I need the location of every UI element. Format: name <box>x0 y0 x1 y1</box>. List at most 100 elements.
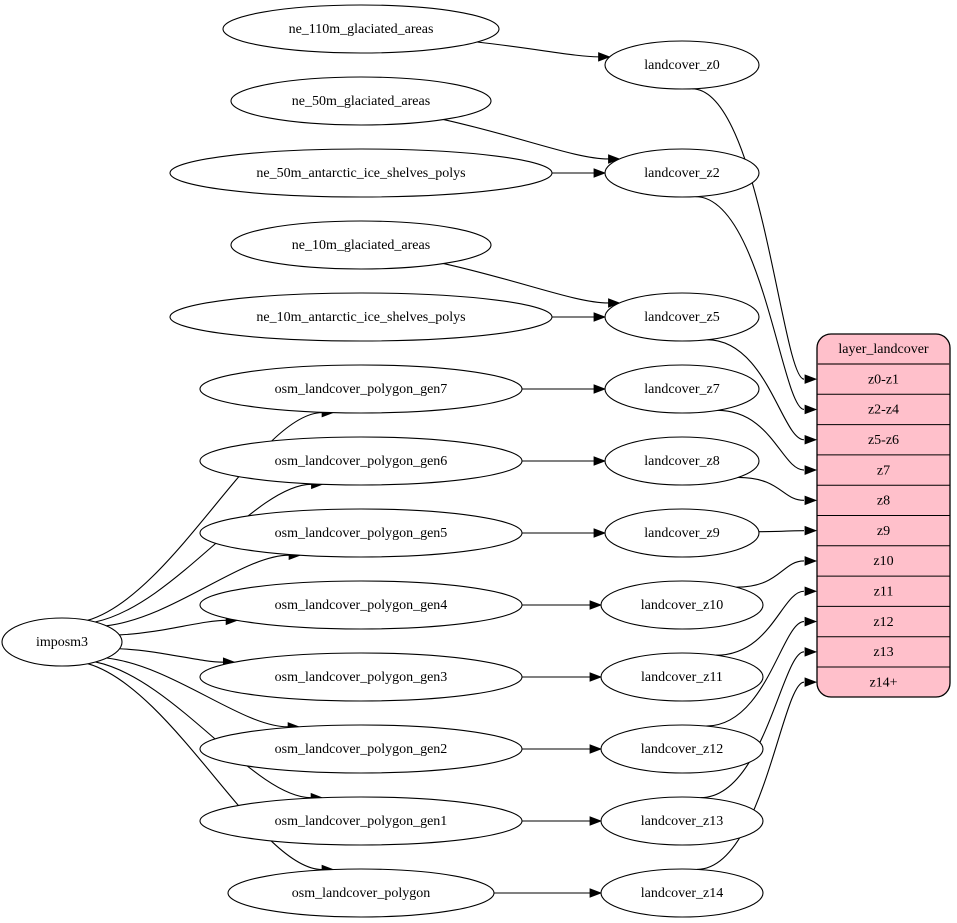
edge-landcover_z10-to-layer-landcover-z10 <box>736 560 805 588</box>
node-landcover_z13[interactable]: landcover_z13 <box>600 796 764 846</box>
node-landcover_z12[interactable]: landcover_z12 <box>600 724 764 774</box>
node-label: landcover_z5 <box>644 310 719 325</box>
edge-landcover_z5-to-layer-landcover-z5-z6-arrowhead <box>804 434 818 445</box>
node-imposm3[interactable]: imposm3 <box>1 617 123 667</box>
layer-table-row-z12[interactable]: z12 <box>873 615 893 630</box>
edge-osm_landcover_polygon-to-landcover-z14-arrowhead <box>589 888 603 898</box>
node-label: landcover_z7 <box>644 382 719 397</box>
edge-landcover_z2-to-layer-landcover-z2-z4-arrowhead <box>804 404 818 415</box>
node-ne_10m_glaciated_areas[interactable]: ne_10m_glaciated_areas <box>230 220 492 270</box>
edge-landcover_z13-to-layer-landcover-z13-arrowhead <box>804 647 818 657</box>
node-osm_landcover_polygon_gen1[interactable]: osm_landcover_polygon_gen1 <box>199 796 523 846</box>
node-landcover_z2[interactable]: landcover_z2 <box>604 148 760 198</box>
edge-osm_landcover_polygon_gen3-to-landcover-z11-arrowhead <box>589 672 603 682</box>
edge-imposm3-to-osm-landcover-polygon-gen1 <box>95 661 312 799</box>
edge-imposm3-to-osm-landcover-polygon-gen5 <box>106 554 290 627</box>
node-shape <box>230 76 492 126</box>
node-shape <box>600 652 764 702</box>
node-ne_50m_antarctic_ice_shelves_polys[interactable]: ne_50m_antarctic_ice_shelves_polys <box>169 148 553 198</box>
node-shape <box>222 4 500 54</box>
node-label: ne_50m_antarctic_ice_shelves_polys <box>256 166 465 181</box>
layer-table-row-z8[interactable]: z8 <box>877 494 890 509</box>
edge-landcover_z5-to-layer-landcover-z5-z6 <box>706 339 805 441</box>
edge-osm_landcover_polygon_gen2-to-landcover-z12-arrowhead <box>589 744 603 754</box>
node-label: landcover_z8 <box>644 454 719 469</box>
node-shape <box>199 652 523 702</box>
node-landcover_z9[interactable]: landcover_z9 <box>604 508 760 558</box>
edge-landcover_z11-to-layer-landcover-z11 <box>716 590 805 656</box>
node-label: ne_110m_glaciated_areas <box>289 22 434 37</box>
node-shape <box>199 508 523 558</box>
edge-landcover_z14-to-layer-landcover-z14--arrowhead <box>804 677 818 687</box>
node-osm_landcover_polygon[interactable]: osm_landcover_polygon <box>227 868 495 918</box>
edge-landcover_z0-to-layer-landcover-z0-z1 <box>692 88 805 380</box>
node-shape <box>600 580 764 630</box>
node-shape <box>604 436 760 486</box>
node-ne_110m_glaciated_areas[interactable]: ne_110m_glaciated_areas <box>222 4 500 54</box>
layer-table-row-z5-z6[interactable]: z5-z6 <box>868 433 899 448</box>
node-shape <box>169 148 553 198</box>
node-osm_landcover_polygon_gen4[interactable]: osm_landcover_polygon_gen4 <box>199 580 523 630</box>
layer-table-row-z11[interactable]: z11 <box>874 584 894 599</box>
edge-osm_landcover_polygon_gen1-to-landcover-z13-arrowhead <box>589 816 603 826</box>
nodes-layer: imposm3 ne_110m_glaciated_areas ne_50m_gla… <box>1 4 764 918</box>
node-landcover_z8[interactable]: landcover_z8 <box>604 436 760 486</box>
node-label: landcover_z14 <box>641 886 723 901</box>
node-label: osm_landcover_polygon_gen1 <box>275 814 448 829</box>
node-shape <box>600 796 764 846</box>
node-ne_50m_glaciated_areas[interactable]: ne_50m_glaciated_areas <box>230 76 492 126</box>
node-label: ne_10m_antarctic_ice_shelves_polys <box>256 310 465 325</box>
layer-table-row-z9[interactable]: z9 <box>877 524 890 539</box>
edge-osm_landcover_polygon_gen6-to-landcover-z8-arrowhead <box>593 456 607 466</box>
node-label: ne_50m_glaciated_areas <box>292 94 430 109</box>
node-landcover_z7[interactable]: landcover_z7 <box>604 364 760 414</box>
edge-landcover_z7-to-layer-landcover-z7 <box>717 409 805 471</box>
node-osm_landcover_polygon_gen2[interactable]: osm_landcover_polygon_gen2 <box>199 724 523 774</box>
node-landcover_z0[interactable]: landcover_z0 <box>604 40 760 90</box>
layer-table-row-z10[interactable]: z10 <box>873 554 893 569</box>
node-label: landcover_z12 <box>641 742 723 757</box>
edge-landcover_z0-to-layer-landcover-z0-z1-arrowhead <box>804 374 818 384</box>
layer-table-row-z14-[interactable]: z14+ <box>869 675 897 690</box>
layer-table-row-z13[interactable]: z13 <box>873 645 893 660</box>
node-label: landcover_z0 <box>644 58 719 73</box>
node-landcover_z11[interactable]: landcover_z11 <box>600 652 764 702</box>
node-label: landcover_z11 <box>641 670 723 685</box>
node-osm_landcover_polygon_gen7[interactable]: osm_landcover_polygon_gen7 <box>199 364 523 414</box>
edge-ne_10m_antarctic_ice_shelves_polys-to-landcover-z5-arrowhead <box>593 312 607 322</box>
node-osm_landcover_polygon_gen5[interactable]: osm_landcover_polygon_gen5 <box>199 508 523 558</box>
edge-landcover_z11-to-layer-landcover-z11-arrowhead <box>804 586 818 597</box>
layer-table-row-z0-z1[interactable]: z0-z1 <box>868 372 899 387</box>
edge-landcover_z8-to-layer-landcover-z8-arrowhead <box>804 495 818 506</box>
edge-imposm3-to-osm-landcover-polygon-gen6 <box>94 483 312 623</box>
node-label: landcover_z10 <box>641 598 723 613</box>
node-label: osm_landcover_polygon_gen3 <box>275 670 448 685</box>
node-landcover_z10[interactable]: landcover_z10 <box>600 580 764 630</box>
edge-landcover_z10-to-layer-landcover-z10-arrowhead <box>804 556 818 566</box>
node-osm_landcover_polygon_gen3[interactable]: osm_landcover_polygon_gen3 <box>199 652 523 702</box>
node-shape <box>169 292 553 342</box>
edge-landcover_z2-to-layer-landcover-z2-z4 <box>695 196 805 410</box>
node-landcover_z5[interactable]: landcover_z5 <box>604 292 760 342</box>
layer-table-row-z2-z4[interactable]: z2-z4 <box>868 403 899 418</box>
node-label: osm_landcover_polygon_gen6 <box>275 454 448 469</box>
edge-landcover_z12-to-layer-landcover-z12-arrowhead <box>804 616 818 627</box>
node-landcover_z14[interactable]: landcover_z14 <box>600 868 764 918</box>
node-shape <box>230 220 492 270</box>
node-ne_10m_antarctic_ice_shelves_polys[interactable]: ne_10m_antarctic_ice_shelves_polys <box>169 292 553 342</box>
edge-imposm3-to-osm-landcover-polygon-gen3 <box>119 648 224 663</box>
node-shape <box>199 580 523 630</box>
node-shape <box>600 724 764 774</box>
layer-table-row-z7[interactable]: z7 <box>877 463 890 478</box>
edge-ne_10m_glaciated_areas-to-landcover-z5 <box>443 262 609 304</box>
edge-ne_50m_glaciated_areas-to-landcover-z2 <box>443 118 609 160</box>
edge-landcover_z12-to-layer-landcover-z12 <box>706 621 805 727</box>
edge-ne_110m_glaciated_areas-to-landcover-z0-arrowhead <box>598 52 611 62</box>
edge-landcover_z7-to-layer-landcover-z7-arrowhead <box>804 465 818 475</box>
edge-landcover_z9-to-layer-landcover-z9-arrowhead <box>804 525 818 536</box>
node-shape <box>604 148 760 198</box>
node-osm_landcover_polygon_gen6[interactable]: osm_landcover_polygon_gen6 <box>199 436 523 486</box>
edge-landcover_z8-to-layer-landcover-z8 <box>738 476 805 501</box>
edge-osm_landcover_polygon_gen7-to-landcover-z7-arrowhead <box>593 384 607 394</box>
